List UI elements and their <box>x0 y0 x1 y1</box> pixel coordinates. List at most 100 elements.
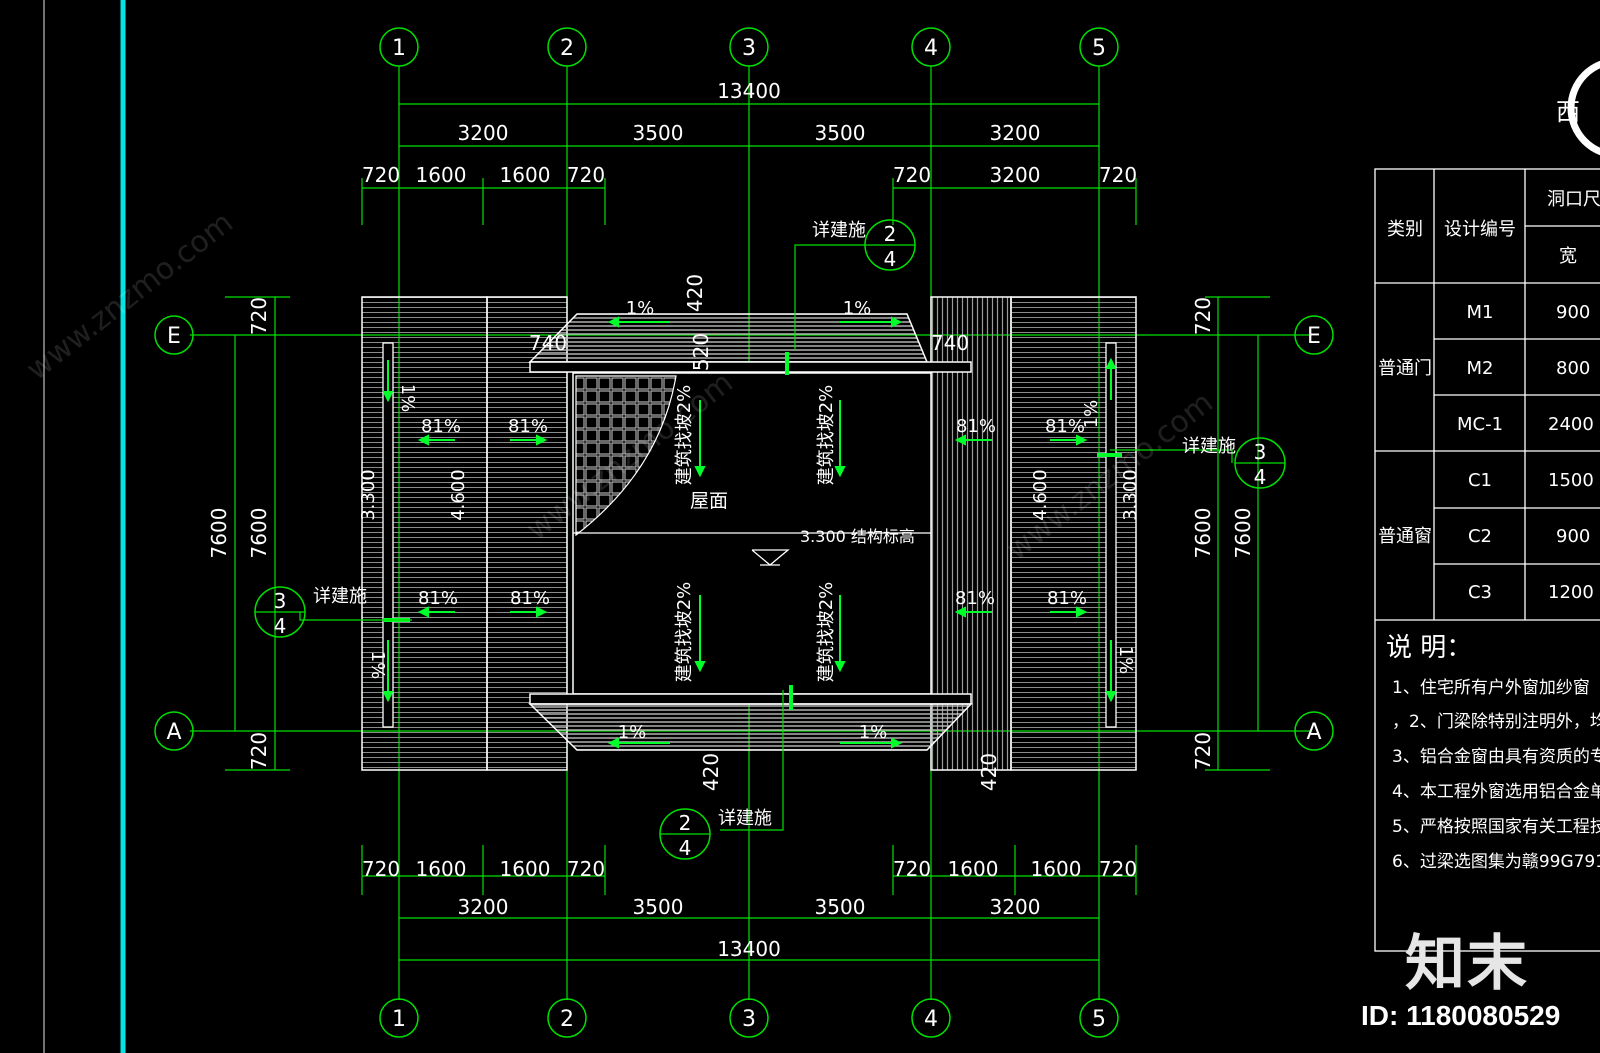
slope-81-label: 81% <box>508 416 548 437</box>
slope-81-label: 81% <box>418 588 458 609</box>
dim-bay-4-bottom: 3200 <box>990 895 1041 919</box>
schedule-header-type: 类别 <box>1387 219 1423 240</box>
dim-sub-bottom-4: 720 <box>567 857 605 881</box>
dim-side-end-right-bottom: 720 <box>1191 732 1215 770</box>
note-line: ，2、门梁除特别注明外，均中 <box>1392 712 1600 732</box>
dim-sub-top-3: 1600 <box>500 163 551 187</box>
schedule-width: 2400 <box>1548 414 1594 435</box>
dim-sub-bottom-1: 720 <box>362 857 400 881</box>
schedule-width: 900 <box>1556 302 1590 323</box>
slope-arrows <box>382 316 1117 749</box>
axis-label-2-top: 2 <box>560 36 574 61</box>
slope-label: 1% <box>618 722 647 743</box>
dim-canopy-depth-mid: 520 <box>689 333 713 371</box>
slope-81-label: 81% <box>1047 588 1087 609</box>
dim-sub-bottom-8: 720 <box>1099 857 1137 881</box>
dim-sub-bottom-6: 1600 <box>948 857 999 881</box>
dim-sub-top-2: 1600 <box>416 163 467 187</box>
level-symbol <box>751 549 790 566</box>
note-line: 6、过梁选图集为赣99G791 <box>1392 852 1600 872</box>
dim-side-total-right-outer: 7600 <box>1231 508 1255 559</box>
schedule-header-code: 设计编号 <box>1444 219 1516 240</box>
dim-bay-4-top: 3200 <box>990 121 1041 145</box>
dim-bay-2-top: 3500 <box>633 121 684 145</box>
schedule-code: C2 <box>1468 526 1492 547</box>
detail-bubble-dividers <box>255 244 1285 835</box>
detail-num-bottom: 2 <box>679 811 692 835</box>
dim-overall-top: 13400 <box>717 79 781 103</box>
schedule-group-windows: 普通窗 <box>1378 526 1432 547</box>
slope-label: 1% <box>1081 400 1102 429</box>
axis-label-4-bottom: 4 <box>924 1007 938 1032</box>
dim-sub-bottom-7: 1600 <box>1031 857 1082 881</box>
detail-den-right: 4 <box>1254 465 1267 489</box>
detail-den-bottom: 4 <box>679 836 692 860</box>
detail-num-right: 3 <box>1254 440 1267 464</box>
dim-side-end-right-top: 720 <box>1191 297 1215 335</box>
roof-label: 屋面 <box>690 490 728 512</box>
slope-label: 1% <box>397 384 418 413</box>
slope-81-label: 81% <box>955 588 995 609</box>
schedule-code: C3 <box>1468 582 1492 603</box>
schedule-width: 900 <box>1556 526 1590 547</box>
detail-den-left: 4 <box>274 614 287 638</box>
slope-find-label: 建筑找坡2% <box>816 582 837 683</box>
schedule-width: 1500 <box>1548 470 1594 491</box>
slope-81-label: 81% <box>956 416 996 437</box>
note-line: 3、铝合金窗由具有资质的专业 <box>1392 747 1600 767</box>
axis-label-a-right: A <box>1306 720 1321 745</box>
axis-label-a-left: A <box>166 720 181 745</box>
leader-lines <box>299 244 1233 831</box>
dim-sub-top-5: 720 <box>893 163 931 187</box>
note-line: 5、严格按照国家有关工程技术 <box>1392 817 1600 837</box>
axis-label-e-left: E <box>167 324 181 349</box>
slope-label: 1% <box>859 722 888 743</box>
notes-title: 说 明： <box>1386 633 1472 663</box>
schedule-code: C1 <box>1468 470 1492 491</box>
dim-canopy-depth-bottom-left: 420 <box>699 753 723 791</box>
slope-label: 1% <box>843 298 872 319</box>
struct-level-label: 3.300 结构标高 <box>800 527 915 546</box>
slope-label: 1% <box>1115 646 1136 675</box>
dimension-lines <box>225 103 1270 961</box>
dim-side-total-right-inner: 7600 <box>1191 508 1215 559</box>
dim-bay-1-top: 3200 <box>458 121 509 145</box>
detail-num-top: 2 <box>884 222 897 246</box>
schedule-width: 1200 <box>1548 582 1594 603</box>
note-line: 4、本工程外窗选用铝合金单玻 <box>1392 782 1600 802</box>
schedule-group-doors: 普通门 <box>1378 358 1432 379</box>
axis-label-5-bottom: 5 <box>1092 1007 1106 1032</box>
dim-sub-top-7: 720 <box>1099 163 1137 187</box>
level-label: 4.600 <box>1030 469 1051 521</box>
roof-planes <box>361 296 1137 771</box>
dim-sub-top-1: 720 <box>362 163 400 187</box>
schedule-header-width: 宽 <box>1559 246 1577 267</box>
dim-side-end-left-bottom: 720 <box>247 732 271 770</box>
dim-bay-1-bottom: 3200 <box>458 895 509 919</box>
elevation-title-mark: 西 <box>1556 60 1600 156</box>
axis-label-4-top: 4 <box>924 36 938 61</box>
slope-81-label: 81% <box>510 588 550 609</box>
schedule-code: MC-1 <box>1457 414 1503 435</box>
axis-label-e-right: E <box>1307 324 1321 349</box>
detail-ref-label-left: 详建施 <box>313 586 367 607</box>
dim-canopy-right: 740 <box>931 331 969 355</box>
detail-ref-label-bottom: 详建施 <box>718 808 772 829</box>
dim-overall-bottom: 13400 <box>717 937 781 961</box>
slope-label: 1% <box>367 651 388 680</box>
dim-sub-top-6: 3200 <box>990 163 1041 187</box>
level-label: 4.600 <box>448 469 469 521</box>
axis-label-3-top: 3 <box>742 36 756 61</box>
schedule-code: M1 <box>1467 302 1494 323</box>
axis-label-3-bottom: 3 <box>742 1007 756 1032</box>
dim-bay-2-bottom: 3500 <box>633 895 684 919</box>
dim-bay-3-bottom: 3500 <box>815 895 866 919</box>
dim-side-end-left-top: 720 <box>247 297 271 335</box>
level-label: 3.300 <box>1120 469 1141 521</box>
dim-sub-top-4: 720 <box>567 163 605 187</box>
detail-ref-label-top: 详建施 <box>812 220 866 241</box>
axis-label-1-top: 1 <box>392 36 406 61</box>
dim-sub-bottom-3: 1600 <box>500 857 551 881</box>
level-label: 3.300 <box>358 469 379 521</box>
